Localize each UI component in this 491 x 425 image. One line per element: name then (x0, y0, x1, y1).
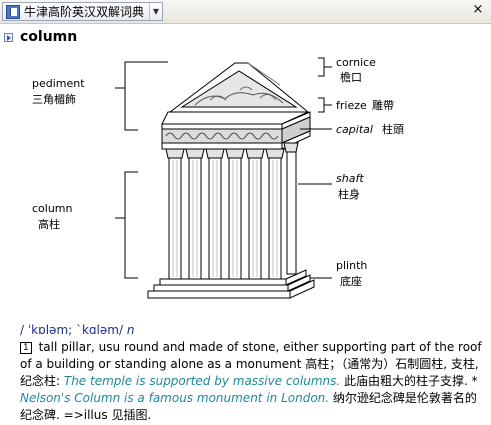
label-shaft: shaft (336, 172, 364, 185)
book-icon (6, 4, 20, 19)
definition-block: 1 tall pillar, usu round and made of sto… (20, 339, 488, 424)
column-illustration: pediment 三角楣飾 cornice 檐口 frieze 雕帶 capit… (32, 56, 404, 299)
example-2-zh: 纳尔逊纪念碑是伦敦著名的纪念碑. (20, 391, 477, 422)
label-column-zh: 高柱 (38, 217, 60, 231)
temple-capitals (165, 142, 299, 159)
label-plinth-zh: 底座 (340, 274, 362, 288)
temple-pediment (168, 62, 310, 113)
label-cornice-zh: 檐口 (340, 70, 362, 84)
sense-number: 1 (20, 342, 32, 354)
label-shaft-zh: 柱身 (338, 187, 360, 201)
temple-plinth (147, 269, 315, 299)
chevron-down-icon[interactable]: ▼ (149, 3, 162, 20)
entry-marker-icon[interactable] (4, 33, 13, 42)
label-frieze-zh: 雕帶 (372, 98, 394, 112)
part-of-speech: n (126, 323, 135, 337)
dictionary-selector[interactable]: 牛津高阶英汉双解词典 ▼ (2, 2, 163, 21)
definition-en: tall pillar, usu round and made of stone… (20, 340, 482, 371)
label-capital: capital (336, 123, 373, 136)
example-bullet: * (471, 374, 478, 388)
example-2-en: Nelson's Column is a famous monument in … (20, 391, 330, 405)
label-cornice: cornice (336, 56, 376, 69)
temple-entablature (161, 111, 311, 150)
example-1-zh: 此庙由粗大的柱子支撑. (344, 374, 468, 388)
definition-zh: 高柱；（通常为）石制圆柱, 支柱, 纪念柱: (20, 357, 479, 388)
label-pediment: pediment (32, 77, 85, 90)
label-capital-zh: 柱頭 (382, 122, 404, 136)
label-pediment-zh: 三角楣飾 (32, 93, 76, 106)
pronunciation: / ˈkɒləm; ˋkɑləm/ (20, 323, 124, 337)
label-column: column (32, 202, 73, 215)
see-illustration-link[interactable]: =>illus 见插图. (63, 408, 152, 422)
headword: column (20, 29, 78, 45)
example-1-en: The temple is supported by massive colum… (63, 374, 341, 388)
toolbar: 牛津高阶英汉双解词典 ▼ × (0, 0, 491, 24)
label-leader-lines (115, 57, 332, 279)
label-plinth: plinth (336, 259, 367, 272)
temple-shafts (168, 151, 297, 280)
label-frieze: frieze (336, 99, 367, 112)
close-icon[interactable]: × (472, 2, 484, 17)
pronunciation-line: / ˈkɒləm; ˋkɑləm/ n (20, 323, 134, 337)
dictionary-name: 牛津高阶英汉双解词典 (24, 5, 145, 19)
